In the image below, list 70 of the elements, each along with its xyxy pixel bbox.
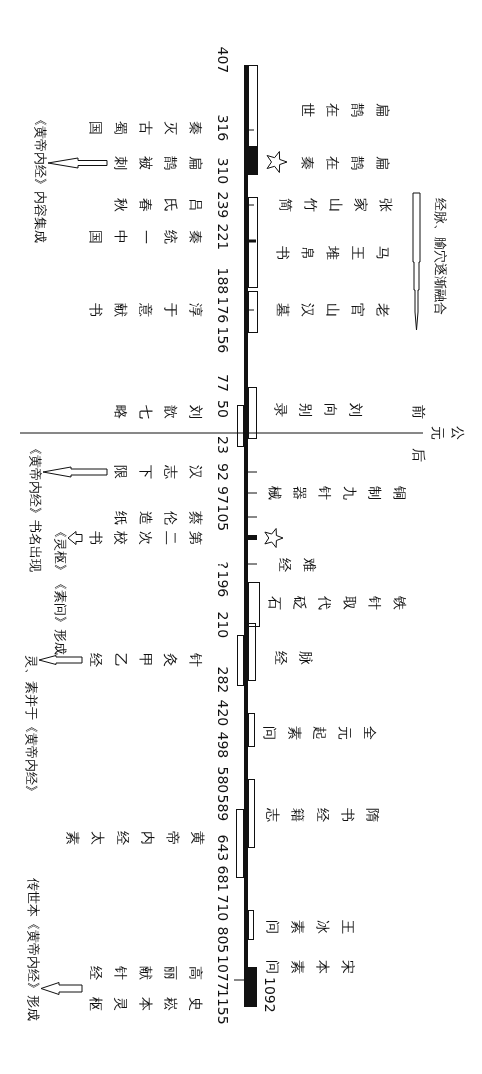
era-label: 前: [412, 405, 426, 419]
event-label: 秦灭古蜀国: [87, 120, 206, 136]
event-label: 全元起素问: [261, 725, 380, 741]
event-label: 吕氏春秋: [112, 197, 206, 213]
event-label: 淳于意献书: [87, 302, 206, 318]
conclusion-label: 《黄帝内经》内容集成: [34, 113, 47, 243]
event-label: 刘向别录: [272, 402, 366, 418]
conclusion-label: 传世本《黄帝内经》形成: [27, 878, 40, 1021]
event-label: 扁鹊被刺: [108, 155, 209, 171]
year-label: 1155: [216, 989, 230, 1025]
event-label: 汉志下限: [108, 464, 209, 480]
event-label: 老官山汉墓: [274, 302, 393, 318]
year-label: 420: [216, 699, 230, 727]
conclusion-label: 《黄帝内经》书名出现: [29, 442, 42, 572]
year-label: 282: [216, 666, 230, 694]
event-label: 马王堆帛书: [274, 245, 393, 261]
year-label: 316: [216, 114, 230, 142]
event-label: 秦统一中国: [87, 229, 206, 245]
event-label: 蔡伦造纸: [112, 510, 206, 526]
year-label: 805: [216, 926, 230, 954]
event-label: 宋本素问: [264, 959, 358, 975]
year-label: 643: [216, 834, 230, 862]
event-label: 史崧本灵枢: [83, 996, 209, 1012]
arrow: [47, 157, 108, 169]
year-label: 221: [216, 223, 230, 251]
year-label: ?: [216, 561, 230, 569]
event-label: 扁鹊在世: [299, 102, 393, 118]
year-label: 407: [216, 46, 230, 74]
year-label: 92: [216, 463, 230, 481]
event-label: 铁针取代砭石: [266, 595, 410, 611]
year-label: 589: [216, 794, 230, 822]
era-label: 公元: [429, 425, 467, 441]
event-label: 针灸甲乙经: [83, 652, 209, 668]
year-label: 196: [216, 570, 230, 598]
year-label: 580: [216, 766, 230, 794]
event-label: 铜制九针器械: [266, 485, 410, 501]
year-label: 498: [216, 731, 230, 759]
year-label: 239: [216, 191, 230, 219]
year-label: 77: [216, 374, 230, 392]
year-label: 710: [216, 894, 230, 922]
arrow: [67, 531, 83, 545]
year-label: 1092: [263, 977, 277, 1013]
event-label: 张家山竹简: [277, 197, 396, 213]
year-label: 97: [216, 486, 230, 504]
year-label: 176: [216, 296, 230, 324]
year-label: 1077: [216, 955, 230, 991]
year-label: 188: [216, 267, 230, 295]
event-label: 高丽献针经: [83, 965, 209, 981]
year-label: 310: [216, 157, 230, 185]
arrow: [40, 982, 83, 995]
trend-label: 经脉、腧穴逐渐融合: [434, 198, 447, 315]
conclusion-label: 灵、素并于《黄帝内经》: [25, 655, 38, 798]
year-label: 50: [216, 400, 230, 418]
era-label: 后: [412, 448, 426, 462]
event-label: 黄帝内经太素: [64, 830, 208, 846]
conclusion-label: 《灵枢》《素问》形成: [54, 525, 67, 655]
event-label: 扁鹊在秦: [299, 155, 393, 171]
event-label: 王冰素问: [264, 919, 358, 935]
year-label: 23: [216, 436, 230, 454]
arrow: [38, 655, 83, 665]
event-label: 脉经: [272, 650, 316, 666]
year-label: 681: [216, 865, 230, 893]
event-label: 刘歆七略: [112, 404, 206, 420]
event-label: 第二次校书: [83, 530, 209, 546]
year-label: 105: [216, 504, 230, 532]
arrow: [42, 466, 108, 478]
event-label: 隋书经籍志: [264, 807, 383, 823]
year-label: 210: [216, 611, 230, 639]
event-label: 难经: [276, 557, 320, 573]
year-label: 156: [216, 326, 230, 354]
